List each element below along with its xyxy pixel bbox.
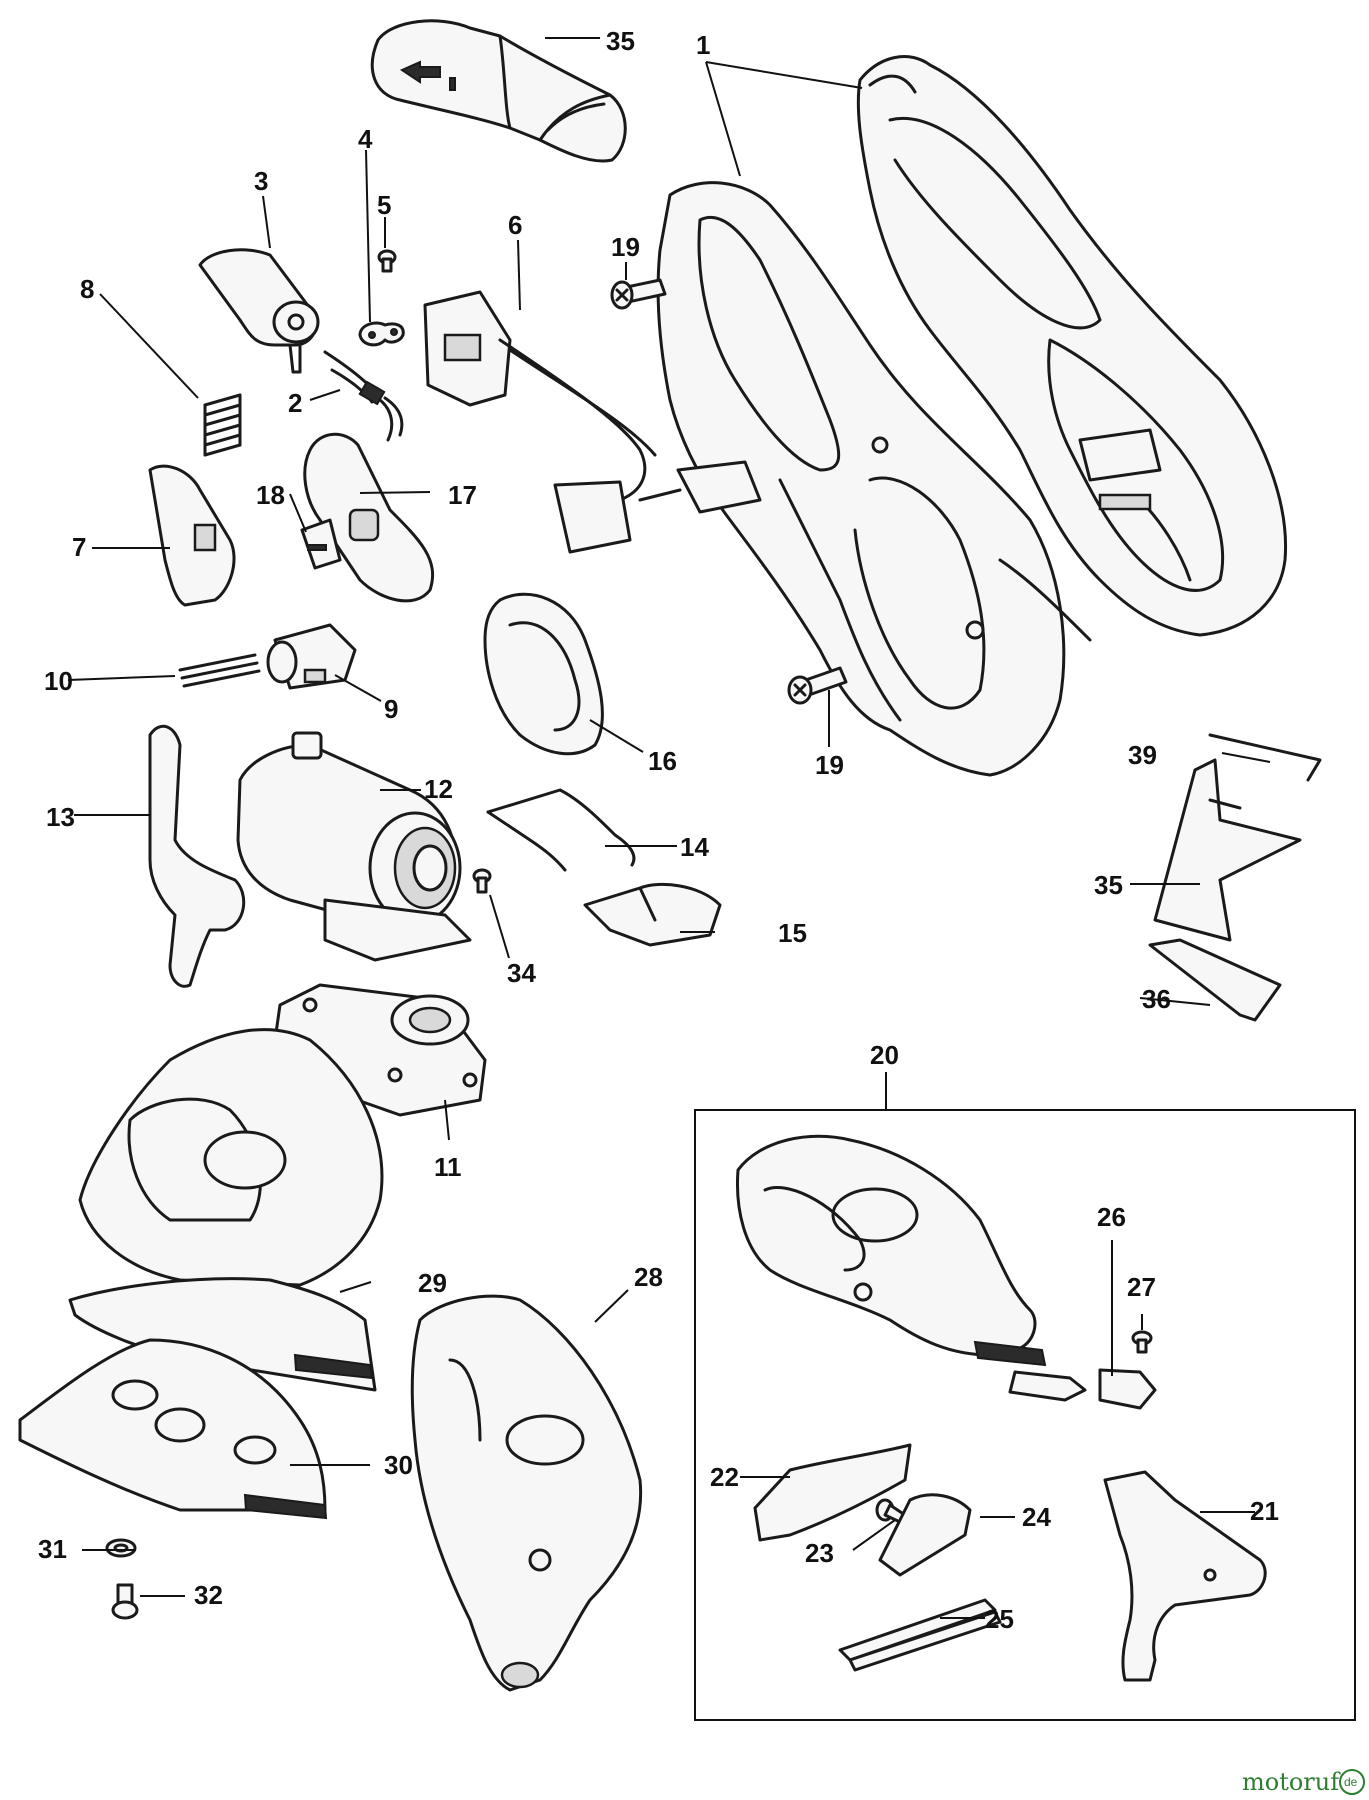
callout-26: 26 [1097,1202,1126,1232]
callout-36: 36 [1142,984,1171,1014]
part-16-pad [483,592,604,756]
callout-35: 35 [1094,870,1123,900]
part-2-cable [323,350,404,442]
callout-19-top: 19 [611,232,640,262]
part-35-blade [1153,758,1302,942]
part-19b-screw [787,666,848,705]
group-20-box [694,1109,1356,1721]
part-28-handle [410,1294,643,1692]
callout-13: 13 [46,802,75,832]
part-1-housing [656,55,1288,777]
part-9-sleeve [266,623,357,690]
part-10-spring [178,653,261,688]
callout-7: 7 [72,532,86,562]
callout-30: 30 [384,1450,413,1480]
part-8-spring [203,393,242,457]
watermark-badge-text: de [1344,1775,1358,1789]
part-4-clamp [358,321,405,347]
part-31-washer [105,1538,137,1558]
part-19a-screw [610,278,667,310]
callout-18: 18 [256,480,285,510]
callout-27: 27 [1127,1272,1156,1302]
callout-22: 22 [710,1462,739,1492]
callout-25: 25 [985,1604,1014,1634]
part-36-blade [1148,938,1282,1022]
callout-4: 4 [358,124,373,154]
callout-39: 39 [1128,740,1157,770]
watermark: motoruf de [1242,1768,1365,1796]
part-32-screw [111,1583,139,1620]
part-24-holder [878,1493,972,1577]
callout-19-bottom: 19 [815,750,844,780]
callout-6: 6 [508,210,522,240]
part-18-clip [300,518,342,570]
part-12-motor [236,731,472,962]
part-15-bracket [583,882,722,947]
part-13-lever [148,724,246,988]
part-6-switch [423,290,762,554]
part-33-nozzle [370,19,627,163]
callout-17: 17 [448,480,477,510]
part-27-screw [1131,1330,1153,1354]
callout-2: 2 [288,388,302,418]
watermark-badge-icon [1339,1769,1365,1795]
part-26-clip [1098,1368,1157,1410]
callout-20: 20 [870,1040,899,1070]
part-25-strip [838,1598,1002,1672]
part-7-latch [148,464,236,607]
callout-15: 15 [778,918,807,948]
callout-23: 23 [805,1538,834,1568]
part-20-assembly [736,1134,1087,1402]
leader-lines [67,37,1271,1619]
callout-34: 34 [507,958,536,988]
callout-10: 10 [44,666,73,696]
callout-8: 8 [80,274,94,304]
callout-11: 11 [434,1152,462,1182]
watermark-text: motoruf [1242,1768,1341,1796]
part-3-cone [198,248,320,374]
callout-33: 35 [606,26,635,56]
callout-29: 29 [418,1268,447,1298]
part-29-front-housing [68,1028,384,1392]
callout-32: 32 [194,1580,223,1610]
callout-21: 21 [1250,1496,1279,1526]
part-22-guide [753,1443,912,1542]
callout-5: 5 [377,190,391,220]
callout-14: 14 [680,832,709,862]
callout-16: 16 [648,746,677,776]
part-5-screw [377,249,397,273]
part-30-base [18,1338,328,1520]
callout-9: 9 [384,694,398,724]
callout-3: 3 [254,166,268,196]
part-39-hex-key [1208,733,1322,782]
part-34-screw [472,868,492,894]
part-17-switch-cover [303,432,435,603]
callout-31: 31 [38,1534,67,1564]
callout-1: 1 [696,30,710,60]
part-14-wire-spring [486,788,636,872]
callout-labels: 35 1 4 3 5 6 19 8 2 18 17 7 10 9 16 19 3… [38,26,1279,1634]
callout-28: 28 [634,1262,663,1292]
part-21-scraper [1103,1470,1267,1682]
callout-24: 24 [1022,1502,1051,1532]
callout-12: 12 [424,774,453,804]
